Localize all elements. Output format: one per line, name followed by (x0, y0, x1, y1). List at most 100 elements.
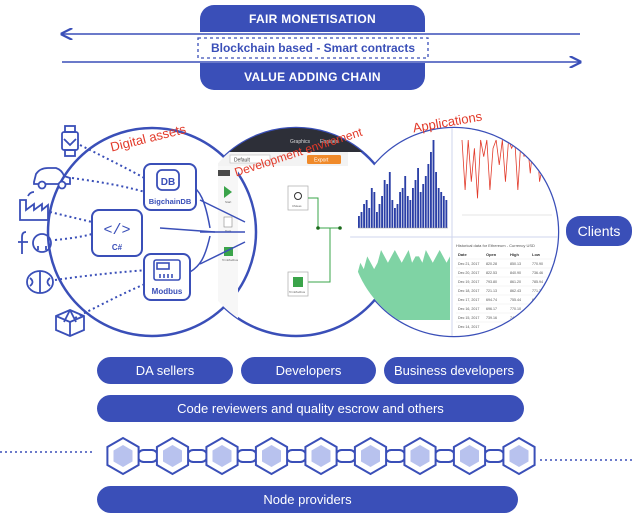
chain-block-inner (113, 445, 133, 467)
db-icon-glyph: DB (161, 177, 175, 188)
bar (424, 176, 427, 228)
bar (435, 172, 437, 228)
bar (432, 140, 435, 228)
table-cell: 694.74 (486, 298, 497, 302)
dev-node-modbus-label: TcmModbus (289, 290, 306, 294)
table-cell: 736.46 (532, 271, 543, 275)
node-providers-label: Node providers (263, 492, 352, 507)
dev-dropdown[interactable] (229, 154, 271, 164)
blockchain-label: Blockchain based - Smart contracts (210, 41, 416, 55)
value-chain-label: VALUE ADDING CHAIN (244, 69, 381, 84)
polyhedron-icon (55, 309, 85, 337)
bar (404, 176, 407, 228)
modbus-side-icon[interactable] (224, 247, 233, 256)
facebook-github-icon (18, 231, 52, 254)
da-sellers-label: DA sellers (135, 363, 195, 378)
table-cell: 822.53 (486, 271, 497, 275)
chain-block-inner (262, 445, 281, 467)
table-cell: 861.20 (510, 280, 521, 284)
file-icon[interactable] (223, 216, 233, 228)
bar (409, 200, 412, 228)
toggle-icon[interactable] (218, 170, 230, 176)
bar (373, 192, 376, 228)
side-item-data: Data (225, 229, 232, 233)
bar (399, 192, 401, 228)
chain-link (433, 449, 456, 463)
table-cell: 850.13 (510, 262, 521, 266)
db-icon (156, 169, 180, 191)
table-cell: 793.80 (486, 280, 497, 284)
bar (363, 204, 365, 228)
clients-button[interactable]: Clients (566, 216, 632, 246)
bar (396, 204, 399, 228)
bar-chart (358, 140, 448, 229)
signal-icon (294, 192, 302, 200)
modbus-box[interactable] (143, 253, 191, 301)
bar (391, 200, 394, 228)
play-icon[interactable] (224, 186, 232, 198)
dev-export-button[interactable] (307, 155, 341, 164)
table-cell: 862.43 (510, 289, 521, 293)
bar (386, 184, 389, 228)
modbus-device-icon (153, 259, 181, 281)
smartwatch-icon (61, 125, 79, 157)
table-cell: 820.28 (486, 262, 497, 266)
developers-pill[interactable]: Developers (241, 357, 376, 384)
bar (360, 212, 363, 228)
business-developers-label: Business developers (394, 363, 514, 378)
bar (388, 172, 391, 228)
table-cell: 717.48 (532, 316, 543, 320)
bigchaindb-label: BigchainDB (149, 197, 192, 206)
table-header-high: High (510, 252, 519, 257)
table-cell: Dec 15, 2017 (458, 316, 479, 320)
table-cell: 770.10 (510, 307, 521, 311)
dev-node-cmeas-label: CMeas (292, 204, 302, 208)
chain-block-inner (361, 445, 380, 467)
bar (445, 200, 448, 228)
code-reviewers-pill[interactable]: Code reviewers and quality escrow and ot… (97, 395, 524, 422)
csharp-label: C# (112, 243, 123, 252)
chain-block-inner (410, 445, 430, 467)
digital-assets-circle (46, 126, 258, 338)
node-providers-pill[interactable]: Node providers (97, 486, 518, 513)
code-reviewers-label: Code reviewers and quality escrow and ot… (177, 401, 444, 416)
table-cell: Dec 20, 2017 (458, 271, 479, 275)
table-cell: 739.16 (486, 316, 497, 320)
bar (378, 204, 381, 228)
da-sellers-pill[interactable]: DA sellers (97, 357, 233, 384)
table-cell: Dec 21, 2017 (458, 262, 479, 266)
bar (417, 168, 419, 228)
bar (381, 196, 383, 228)
bar (358, 216, 360, 228)
csharp-box[interactable] (91, 209, 143, 257)
chain-link (384, 449, 407, 463)
chain-link (334, 449, 357, 463)
chain-block-inner (163, 445, 182, 467)
bar (401, 188, 404, 228)
fair-monetisation-pill: FAIR MONETISATION (200, 5, 425, 32)
car-icon (33, 167, 71, 190)
bar (414, 180, 417, 228)
table-header-low: Low (532, 252, 541, 257)
chain-block-inner (212, 445, 232, 467)
code-icon: </> (103, 222, 130, 239)
table-cell: 771.23 (532, 289, 543, 293)
business-developers-pill[interactable]: Business developers (384, 357, 524, 384)
bar (376, 212, 378, 228)
dev-tab-graphics[interactable]: Graphics (290, 139, 311, 145)
dev-tab-engines[interactable]: Engines (320, 139, 339, 145)
table-cell: 682.43 (532, 307, 543, 311)
table-cell: 770.90 (532, 262, 543, 266)
table-cell: Dec 19, 2017 (458, 280, 479, 284)
table-header-open: Open (486, 252, 497, 257)
chain-link (285, 449, 308, 463)
chain-link (186, 449, 209, 463)
table-cell: Dec 14, 2017 (458, 325, 479, 329)
chain-link (136, 449, 159, 463)
side-item-start: Start (225, 200, 232, 204)
chain-link (483, 449, 506, 463)
table-cell: 721.13 (486, 289, 497, 293)
bar (394, 208, 396, 228)
